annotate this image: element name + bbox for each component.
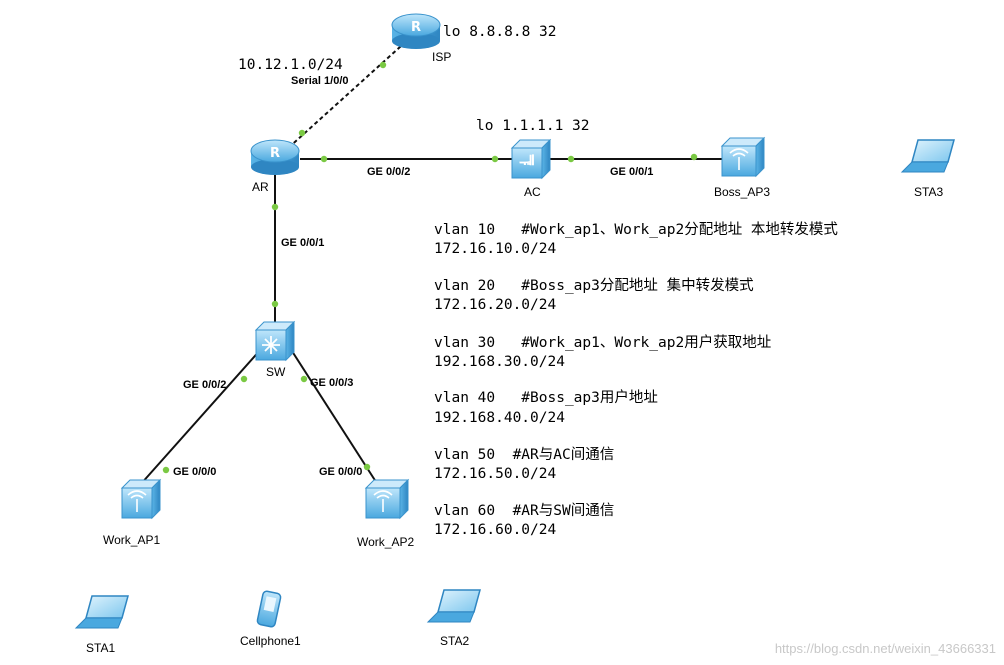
work-ap1-port-label: GE 0/0/0 [173, 466, 216, 478]
isp-label: ISP [432, 50, 451, 64]
work-ap1-icon[interactable] [120, 478, 162, 520]
vlan30-desc: vlan 30 #Work_ap1、Work_ap2用户获取地址 [434, 334, 771, 351]
vlan60-subnet: 172.16.60.0/24 [434, 522, 556, 538]
svg-text:ᅰ: ᅰ [519, 154, 536, 175]
vlan20-subnet: 172.16.20.0/24 [434, 297, 556, 313]
svg-text:R: R [411, 20, 421, 35]
vlan-notes: vlan 10 #Work_ap1、Work_ap2分配地址 本地转发模式 17… [434, 221, 838, 538]
watermark: https://blog.csdn.net/weixin_43666331 [775, 641, 996, 656]
link-sw-work-ap1 [139, 347, 263, 486]
boss-ap3-label: Boss_AP3 [714, 185, 770, 199]
vlan30-subnet: 192.168.30.0/24 [434, 354, 565, 370]
svg-text:R: R [270, 146, 280, 161]
sta3-laptop-icon[interactable] [900, 139, 955, 173]
sw-label: SW [266, 365, 286, 379]
sta3-label: STA3 [914, 185, 943, 199]
vlan40-subnet: 192.168.40.0/24 [434, 410, 565, 426]
vlan50-subnet: 172.16.50.0/24 [434, 466, 556, 482]
sta1-label: STA1 [86, 641, 115, 655]
sw-ge003-port-label: GE 0/0/3 [310, 377, 353, 389]
sw-switch-icon[interactable] [254, 320, 296, 362]
sta2-label: STA2 [440, 634, 469, 648]
ar-label: AR [252, 180, 269, 194]
ar-router-icon[interactable]: R [250, 139, 300, 175]
ac-label: AC [524, 185, 541, 199]
isp-ar-subnet: 10.12.1.0/24 [238, 57, 343, 73]
ac-loopback-note: lo 1.1.1.1 32 [476, 118, 590, 134]
sta2-laptop-icon[interactable] [426, 589, 481, 623]
vlan20-desc: vlan 20 #Boss_ap3分配地址 集中转发模式 [434, 277, 754, 294]
link-sw-work-ap2 [289, 347, 379, 486]
vlan10-desc: vlan 10 #Work_ap1、Work_ap2分配地址 本地转发模式 [434, 221, 838, 238]
ac-controller-icon[interactable]: ᅰ [510, 138, 552, 180]
ac-ge001-port-label: GE 0/0/1 [610, 166, 653, 178]
ar-serial-port-label: Serial 1/0/0 [291, 75, 349, 87]
work-ap2-icon[interactable] [364, 478, 410, 520]
sw-ge002-port-label: GE 0/0/2 [183, 379, 226, 391]
ar-ge001-port-label: GE 0/0/1 [281, 237, 324, 249]
link-isp-ar [285, 36, 412, 151]
work-ap2-label: Work_AP2 [357, 535, 414, 549]
sta1-laptop-icon[interactable] [74, 595, 129, 629]
port-dots [162, 61, 698, 474]
work-ap2-port-label: GE 0/0/0 [319, 466, 362, 478]
cellphone1-label: Cellphone1 [240, 634, 301, 648]
isp-loopback-note: lo 8.8.8.8 32 [443, 24, 557, 40]
boss-ap3-icon[interactable] [720, 136, 766, 178]
isp-router-icon[interactable]: R [391, 13, 441, 49]
vlan60-desc: vlan 60 #AR与SW间通信 [434, 502, 614, 519]
ar-ge002-port-label: GE 0/0/2 [367, 166, 410, 178]
work-ap1-label: Work_AP1 [103, 533, 160, 547]
vlan50-desc: vlan 50 #AR与AC间通信 [434, 446, 614, 463]
vlan10-subnet: 172.16.10.0/24 [434, 241, 556, 257]
vlan40-desc: vlan 40 #Boss_ap3用户地址 [434, 389, 658, 406]
cellphone1-icon[interactable] [256, 590, 282, 628]
